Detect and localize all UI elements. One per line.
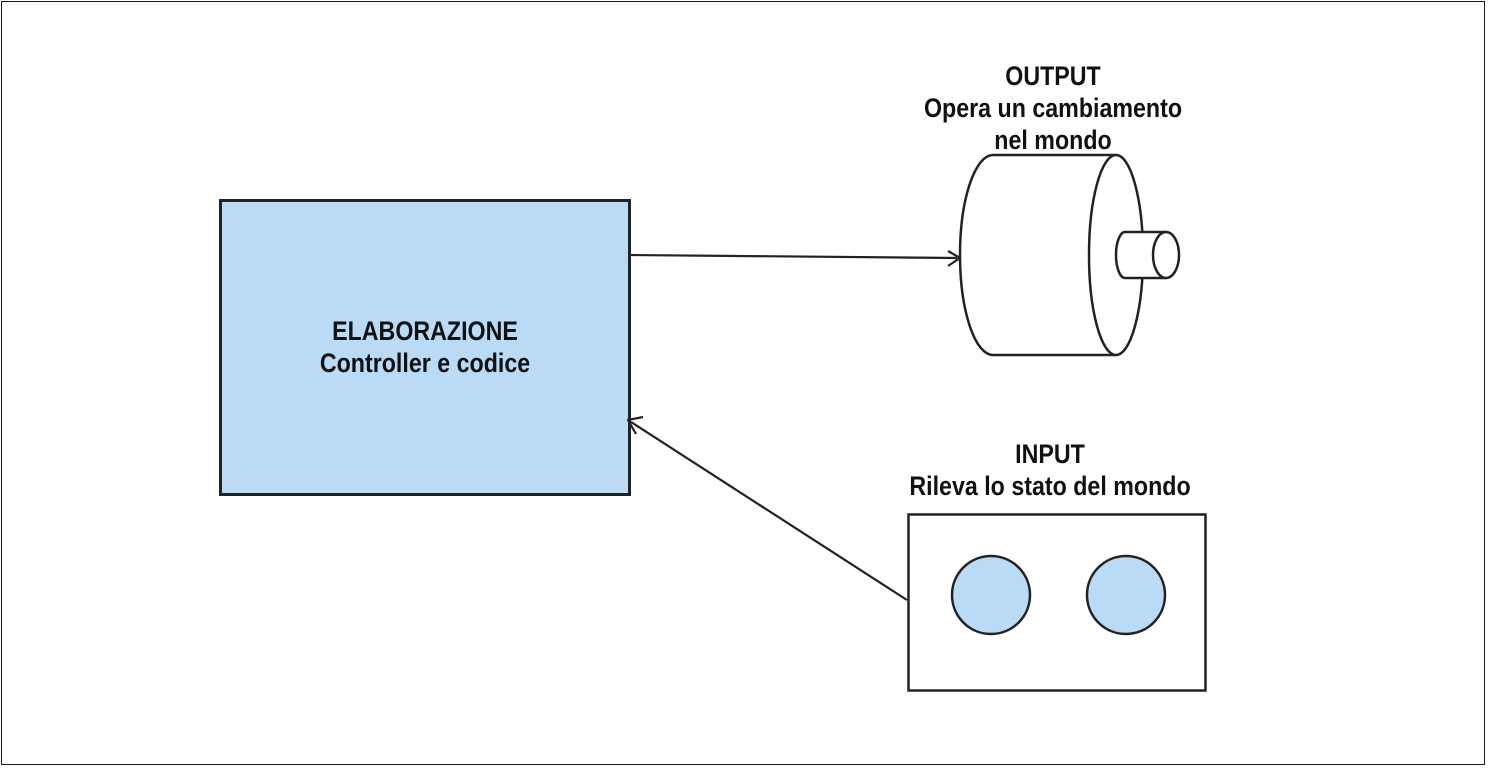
arrow-to-processing xyxy=(626,415,908,601)
input-title: INPUT xyxy=(1015,439,1085,469)
processing-label: ELABORAZIONE Controller e codice xyxy=(249,315,602,379)
motor-icon xyxy=(958,153,1181,357)
input-label: INPUT Rileva lo stato del mondo xyxy=(878,438,1222,502)
output-title: OUTPUT xyxy=(1005,61,1101,91)
sensor-icon xyxy=(907,513,1207,692)
sensor-eye-left xyxy=(950,554,1032,636)
motor-shaft-end xyxy=(1151,230,1181,280)
output-line1: Opera un cambiamento xyxy=(923,93,1183,123)
processing-block xyxy=(219,199,631,496)
motor-body xyxy=(958,153,1116,357)
processing-subtitle: Controller e codice xyxy=(319,348,531,378)
sensor-eye-right xyxy=(1085,554,1167,636)
arrow-to-output xyxy=(629,250,962,267)
output-line2: nel mondo xyxy=(994,125,1112,155)
processing-title: ELABORAZIONE xyxy=(332,316,518,346)
input-subtitle: Rileva lo stato del mondo xyxy=(909,471,1191,501)
output-label: OUTPUT Opera un cambiamento nel mondo xyxy=(881,60,1225,156)
